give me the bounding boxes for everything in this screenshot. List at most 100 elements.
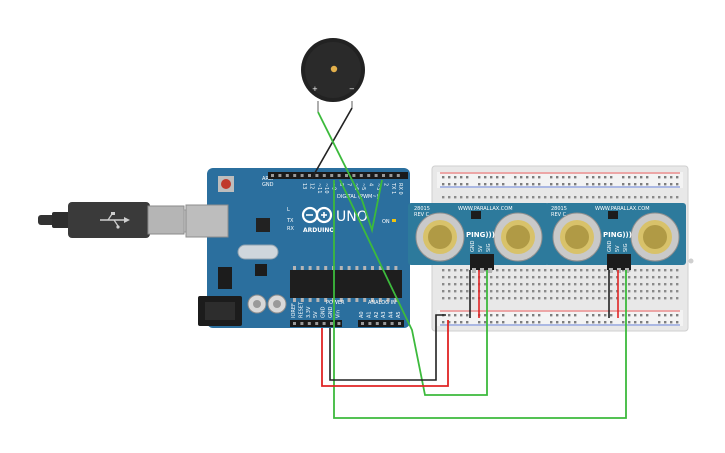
sensor-pin-label: 5V [615,245,621,252]
sensor-rev: REV C [414,212,430,218]
sensor-brand: PING))) [466,231,495,239]
header-pin[interactable] [352,174,356,177]
digital-pin-label: ~5 [360,183,366,190]
header-pin[interactable] [271,174,274,177]
digital-pin-label: 13 [301,183,307,189]
sensor-model: 28015 [551,206,567,212]
sensor-led [471,211,481,219]
header-pin[interactable] [359,174,363,177]
atmega-microcontroller [290,270,402,298]
header-pin[interactable] [368,322,372,325]
power-pin-label: 3.3V [306,306,312,318]
arduino-board[interactable]: ARDUINO UNO ON TX RX L DIGITAL (PWM~) PO… [185,168,410,328]
analog-header [358,320,404,327]
analog-pin-label: A2 [374,311,380,318]
header-pin[interactable] [300,174,304,177]
sensor-pin[interactable] [472,268,476,273]
header-pin[interactable] [293,174,297,177]
header-pin[interactable] [367,174,371,177]
power-pin-label: 5V [313,311,319,318]
sensor-pin-label: GND [607,240,613,252]
sensor-rev: REV C [551,212,567,218]
wire-buzzer-gnd [311,107,353,179]
analog-header-pins[interactable] [361,322,401,325]
power-pin-label: GND [321,306,327,318]
sensor-pin-header [470,254,494,270]
header-pin[interactable] [315,322,319,325]
voltage-regulator [218,267,232,289]
buzzer-plus-label: + [312,85,318,93]
header-pin[interactable] [293,322,296,325]
header-pin[interactable] [330,322,333,325]
sensor-led [608,211,618,219]
wire-gnd [329,314,446,381]
analog-pin-label: A0 [359,311,365,318]
sensor-pin[interactable] [488,268,492,273]
digital-pin-label: ~3 [375,183,381,190]
piezo-buzzer[interactable]: + − [301,38,365,102]
capacitor-1-top [253,300,261,308]
dc-jack-inner [205,302,235,320]
header-pin[interactable] [375,322,379,325]
header-pin[interactable] [337,322,341,325]
digital-pin-label: 4 [368,183,374,186]
reset-button-cap[interactable] [221,179,231,189]
header-pin[interactable] [308,174,311,177]
sensor-pin[interactable] [617,268,621,273]
header-pin[interactable] [315,174,319,177]
header-pin[interactable] [285,174,289,177]
sensor-pin[interactable] [609,268,613,273]
header-pin[interactable] [389,174,393,177]
sensor-pin[interactable] [625,268,629,273]
digital-header-pins[interactable] [271,174,400,177]
digital-pin-label: 8 [338,183,344,186]
header-pin[interactable] [278,174,282,177]
mounting-hole [688,258,694,264]
buzzer-minus-label: − [349,85,355,93]
header-pin[interactable] [390,322,394,325]
analog-pin-label: A4 [389,311,395,318]
header-pin[interactable] [382,174,385,177]
header-pin[interactable] [322,174,326,177]
analog-pin-label: A3 [381,311,387,318]
analog-pin-label: A5 [396,311,402,318]
header-pin[interactable] [383,322,387,325]
sensor-site: WWW.PARALLAX.COM [595,206,650,212]
sensor-pin-label: SIG [486,243,492,252]
transducer-center [643,225,667,249]
header-pin[interactable] [361,322,364,325]
header-pin[interactable] [307,322,311,325]
sensor-model: 28015 [414,206,430,212]
wire-5v [321,320,449,387]
sensor-pin-label: GND [470,240,476,252]
chip-pins [293,266,398,302]
gnd-label: GND [262,182,274,188]
header-pin[interactable] [396,174,400,177]
sensor-site: WWW.PARALLAX.COM [458,206,513,212]
header-pin[interactable] [300,322,304,325]
header-pin[interactable] [322,322,326,325]
header-pin[interactable] [398,322,401,325]
breadboard-top-rail [437,172,683,188]
digital-pin-label: 12 [308,183,314,189]
header-pin[interactable] [374,174,378,177]
arduino-logo [301,206,333,224]
power-pin-label: RESET [298,301,304,318]
sensor-pin[interactable] [480,268,484,273]
header-pin[interactable] [337,174,341,177]
transducer-center [506,225,530,249]
l-led-label: L [287,207,290,213]
usb-cable-boot [52,212,70,228]
power-header-label: POWER [326,300,345,306]
power-header-pins[interactable] [293,322,341,325]
digital-pin-label: RX 0 [397,183,403,195]
wires [311,101,627,419]
header-pin[interactable] [330,174,334,177]
header-pin[interactable] [345,174,348,177]
on-led [392,219,396,222]
